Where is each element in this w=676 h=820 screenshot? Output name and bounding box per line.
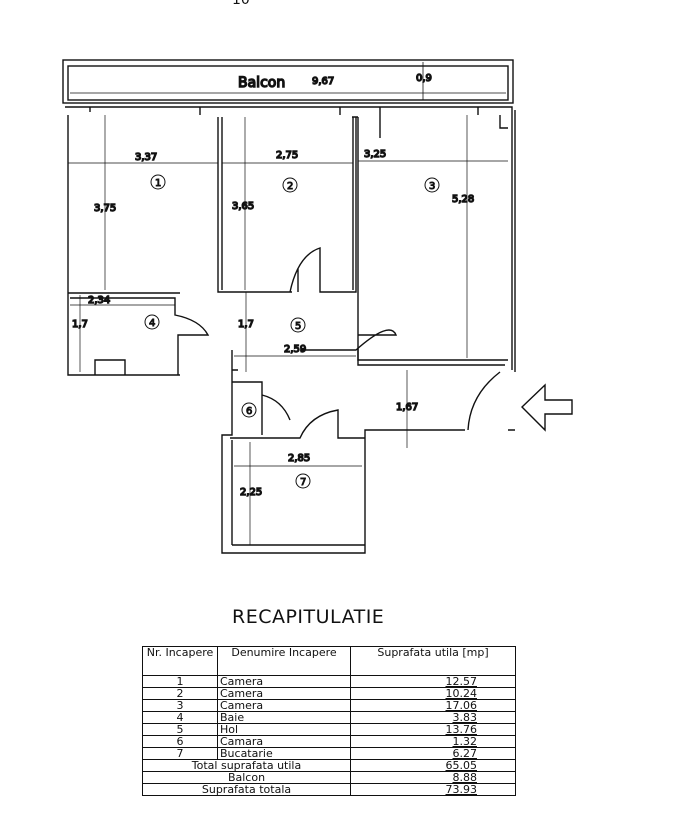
cell-name: Bucatarie	[217, 747, 351, 760]
dim-label: 5,28	[452, 194, 474, 205]
cell-nr: 7	[142, 747, 218, 760]
cell-area: 6.27	[350, 747, 516, 760]
room-number: 3	[429, 181, 435, 192]
dim-label: 9,67	[312, 76, 334, 87]
dim-label: 3,25	[364, 149, 386, 160]
cell-nr: 5	[142, 723, 218, 736]
dim-label: 3,75	[94, 203, 116, 214]
cell-area: 12.57	[350, 675, 516, 688]
table-header: Nr. Incapere Denumire Incapere Suprafata…	[142, 646, 516, 676]
header-area: Suprafata utila [mp]	[350, 646, 516, 676]
walls	[65, 106, 516, 554]
room-number: 5	[295, 321, 301, 332]
balcony	[62, 59, 514, 104]
floor-plan: Balcon 9,67 0,9 3,37 2,75 3,25 3,75 3,65…	[62, 59, 573, 554]
cell-nr: 3	[142, 699, 218, 712]
cell-name: Camara	[217, 735, 351, 748]
dim-label: 2,25	[240, 487, 262, 498]
cell-name: Camera	[217, 699, 351, 712]
dim-label: 2,85	[288, 453, 310, 464]
top-mark: 10	[232, 0, 250, 8]
balcony-row-label: Balcon	[142, 771, 351, 784]
cell-name: Camera	[217, 675, 351, 688]
summary-table: Nr. Incapere Denumire Incapere Suprafata…	[142, 646, 516, 796]
dim-label: 0,9	[416, 73, 432, 84]
dim-label: 2,34	[88, 295, 110, 306]
entrance-arrow-icon	[520, 383, 573, 432]
total-label: Suprafata totala	[142, 783, 351, 796]
total-value: 73.93	[350, 783, 516, 796]
cell-name: Camera	[217, 687, 351, 700]
cell-name: Baie	[217, 711, 351, 724]
cell-area: 3.83	[350, 711, 516, 724]
room-number: 2	[287, 181, 293, 192]
cell-nr: 4	[142, 711, 218, 724]
dim-label: 3,65	[232, 201, 254, 212]
room-number: 7	[300, 477, 306, 488]
cell-area: 10.24	[350, 687, 516, 700]
total-useful-value: 65.05	[350, 759, 516, 772]
cell-area: 13.76	[350, 723, 516, 736]
dim-label: 1,67	[396, 402, 418, 413]
dim-label: 2,75	[276, 150, 298, 161]
room-numbers: 1 2 3 4 5 6 7	[144, 174, 440, 489]
dim-label: 1,7	[238, 319, 254, 330]
header-name: Denumire Incapere	[217, 646, 351, 676]
cell-name: Hol	[217, 723, 351, 736]
room-number: 6	[246, 406, 252, 417]
total-useful-label: Total suprafata utila	[142, 759, 351, 772]
cell-nr: 6	[142, 735, 218, 748]
dim-label: 2,59	[284, 344, 306, 355]
dimension-lines	[68, 115, 508, 545]
cell-nr: 1	[142, 675, 218, 688]
dim-label: 1,7	[72, 319, 88, 330]
room-number: 4	[149, 318, 155, 329]
cell-area: 1.32	[350, 735, 516, 748]
dim-label: 3,37	[135, 152, 157, 163]
balcony-label: Balcon	[238, 75, 285, 91]
header-nr: Nr. Incapere	[142, 646, 218, 676]
room-number: 1	[155, 178, 161, 189]
balcony-value: 8.88	[350, 771, 516, 784]
cell-area: 17.06	[350, 699, 516, 712]
cell-nr: 2	[142, 687, 218, 700]
summary-title: RECAPITULATIE	[232, 606, 385, 628]
